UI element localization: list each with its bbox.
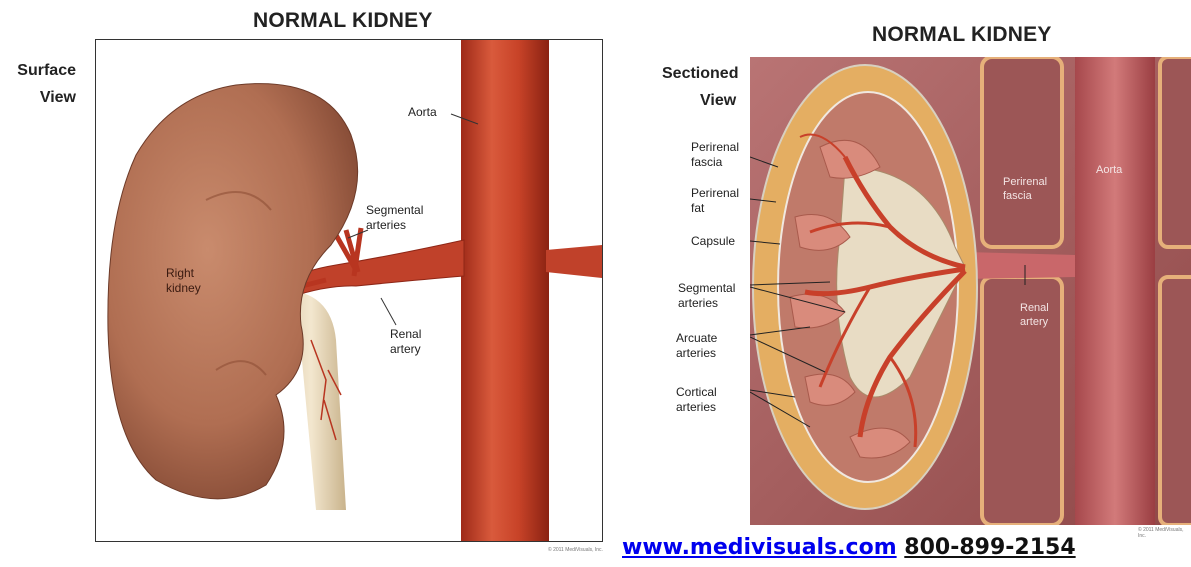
- label-renal-artery-sectioned: Renal artery: [1020, 301, 1049, 329]
- label-renal-line2: artery: [390, 342, 421, 357]
- label-perirenal-fascia-line2: fascia: [691, 155, 739, 170]
- left-view-line1: Surface: [10, 57, 76, 84]
- label-segmental-line2: arteries: [366, 218, 423, 233]
- label-renal-line1: Renal: [390, 327, 421, 342]
- upper-fascia-compartment: [982, 57, 1062, 247]
- label-segmental-sectioned-line1: Segmental: [678, 281, 735, 296]
- label-aorta: Aorta: [408, 105, 437, 120]
- label-cortical-line2: arteries: [676, 400, 717, 415]
- label-right-line1: Right: [166, 266, 201, 281]
- phone-number: 800-899-2154: [904, 535, 1075, 560]
- label-perirenal-fat-line1: Perirenal: [691, 186, 739, 201]
- label-renal-sectioned-line1: Renal: [1020, 301, 1049, 315]
- right-view-line2: View: [662, 87, 738, 114]
- right-view-line1: Sectioned: [662, 60, 738, 87]
- label-capsule: Capsule: [691, 234, 735, 249]
- right-view-label: Sectioned View: [662, 60, 738, 114]
- right-credit: © 2011 MediVisuals, Inc.: [1138, 527, 1191, 539]
- left-view-label: Surface View: [10, 57, 76, 111]
- left-credit: © 2011 MediVisuals, Inc.: [548, 547, 603, 553]
- sectioned-view-panel: Perirenal fascia Aorta Renal artery: [750, 57, 1191, 525]
- label-segmental-arteries: Segmental arteries: [366, 203, 423, 233]
- label-segmental-sectioned-line2: arteries: [678, 296, 735, 311]
- label-perirenal-fat-line2: fat: [691, 201, 739, 216]
- label-segmental-line1: Segmental: [366, 203, 423, 218]
- label-right-kidney: Right kidney: [166, 266, 201, 296]
- label-perirenal-fat: Perirenal fat: [691, 186, 739, 216]
- label-perirenal-fascia: Perirenal fascia: [691, 140, 739, 170]
- label-renal-artery: Renal artery: [390, 327, 421, 357]
- label-inner-fascia-line2: fascia: [1003, 189, 1047, 203]
- right-title: NORMAL KIDNEY: [872, 23, 1052, 47]
- label-arcuate-line2: arteries: [676, 346, 717, 361]
- label-right-line2: kidney: [166, 281, 201, 296]
- label-aorta-sectioned: Aorta: [1096, 163, 1122, 177]
- aorta-vessel-sectioned: [1075, 57, 1155, 525]
- surface-view-panel: Aorta Segmental arteries Right kidney Re…: [95, 39, 603, 542]
- label-arcuate-line1: Arcuate: [676, 331, 717, 346]
- renal-leader: [381, 298, 396, 325]
- right-upper-compartment: [1160, 57, 1191, 247]
- label-segmental-arteries-sectioned: Segmental arteries: [678, 281, 735, 311]
- label-inner-perirenal-fascia: Perirenal fascia: [1003, 175, 1047, 203]
- label-cortical-line1: Cortical: [676, 385, 717, 400]
- label-cortical-arteries: Cortical arteries: [676, 385, 717, 415]
- right-lower-compartment: [1160, 277, 1191, 525]
- sectioned-view-illustration: [750, 57, 1191, 525]
- label-arcuate-arteries: Arcuate arteries: [676, 331, 717, 361]
- footer-contact: www.medivisuals.com 800-899-2154: [622, 535, 1076, 560]
- right-renal-branch: [546, 245, 602, 278]
- left-view-line2: View: [10, 84, 76, 111]
- label-renal-sectioned-line2: artery: [1020, 315, 1049, 329]
- website-link[interactable]: www.medivisuals.com: [622, 535, 897, 560]
- aorta-vessel: [461, 40, 549, 541]
- renal-branch-sectioned: [965, 252, 1075, 279]
- label-inner-fascia-line1: Perirenal: [1003, 175, 1047, 189]
- label-perirenal-fascia-line1: Perirenal: [691, 140, 739, 155]
- left-title: NORMAL KIDNEY: [253, 9, 433, 33]
